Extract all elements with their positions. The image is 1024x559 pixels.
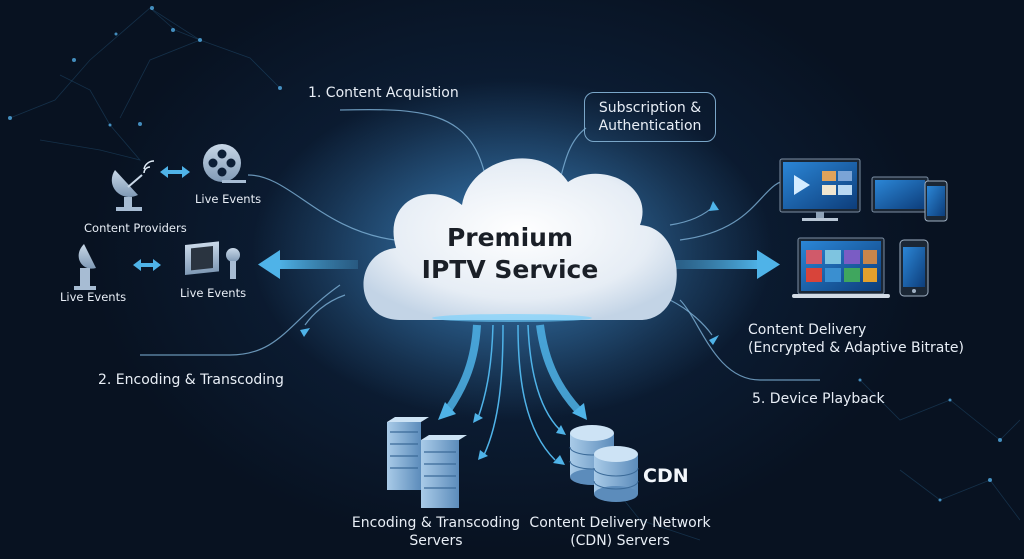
database-icon [569, 425, 639, 502]
satellite-dish-icon [111, 160, 155, 211]
cdn-servers-line-2: (CDN) Servers [570, 532, 670, 549]
label-live-events-reel: Live Events [195, 192, 262, 206]
label-encoding-servers: Encoding & Transcoding Servers [336, 515, 536, 550]
cloud-title-line-2: IPTV Service [421, 255, 599, 284]
delivery-line-1: Content Delivery [748, 322, 867, 338]
phone-icon-2 [899, 239, 929, 297]
down-arrows [444, 324, 581, 461]
bidirectional-arrow-icon-2 [133, 259, 161, 271]
auth-line-1: Subscription & [598, 99, 702, 116]
bidirectional-arrow-icon [160, 166, 190, 178]
arrow-left [258, 250, 358, 279]
cloud-shape [363, 158, 677, 322]
laptop-icon [792, 237, 890, 298]
encoding-servers-line-1: Encoding & Transcoding [351, 515, 521, 531]
subscription-auth-box: Subscription & Authentication [584, 92, 716, 142]
step-content-delivery: Content Delivery (Encrypted & Adaptive B… [748, 322, 968, 357]
delivery-line-2: (Encrypted & Adaptive Bitrate) [748, 339, 964, 356]
auth-line-2: Authentication [598, 118, 702, 134]
label-live-events-film: Live Events [180, 286, 247, 300]
microphone-icon [226, 248, 240, 279]
label-live-events-dish: Live Events [60, 290, 127, 304]
cdn-tag: CDN [643, 465, 689, 487]
down-arrowheads [438, 402, 587, 465]
network-nodes [8, 6, 1002, 502]
server-rack-icon [387, 417, 467, 508]
step-device-playback: 5. Device Playback [752, 391, 885, 407]
encoding-servers-line-2: Servers [409, 532, 463, 549]
phone-icon [924, 180, 948, 222]
small-arrowheads [300, 201, 719, 345]
cdn-servers-line-1: Content Delivery Network [529, 515, 711, 531]
tablet-icon [871, 176, 929, 213]
satellite-tower-icon [74, 244, 96, 290]
step-encoding-transcoding: 2. Encoding & Transcoding [98, 372, 284, 388]
cloud-title: Premium IPTV Service [410, 222, 610, 286]
arrow-right [668, 250, 780, 279]
label-content-providers: Content Providers [84, 221, 187, 235]
film-strip-icon [185, 241, 219, 275]
tv-monitor-icon [779, 158, 861, 221]
label-cdn-servers: Content Delivery Network (CDN) Servers [520, 515, 720, 550]
step-content-acquisition: 1. Content Acquistion [308, 85, 459, 101]
cloud-title-line-1: Premium [446, 223, 574, 252]
film-reel-icon [203, 144, 246, 183]
